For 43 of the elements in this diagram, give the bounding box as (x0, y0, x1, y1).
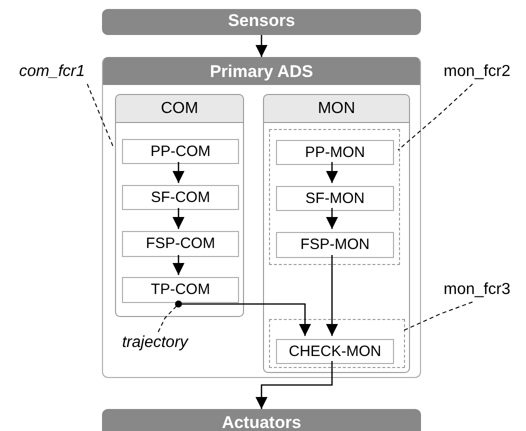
node-label: SF-MON (304, 189, 366, 209)
channel-panel (263, 94, 410, 373)
node-label: TP-COM (150, 280, 212, 300)
arrow (256, 361, 333, 409)
header-label: Primary ADS (208, 61, 314, 83)
annotation-label: mon_fcr2 (442, 62, 512, 82)
dashed-group (269, 129, 400, 265)
node-label: FSP-MON (299, 235, 371, 255)
channel-panel (115, 94, 244, 317)
header-label: MON (316, 99, 356, 119)
process-box (122, 231, 239, 257)
arrow (172, 208, 184, 229)
annotation-label: mon_fcr3 (442, 280, 512, 300)
node-label: SF-COM (150, 188, 212, 208)
leader-line (398, 84, 473, 151)
arrow (256, 35, 268, 57)
leader-line (158, 300, 182, 332)
process-box (276, 140, 394, 165)
arrow (172, 255, 184, 275)
leader-line (402, 302, 473, 332)
node-label: Actuators (220, 412, 302, 431)
dashed-group (269, 319, 405, 368)
io-band (102, 9, 421, 35)
process-box (122, 185, 239, 210)
arrow (326, 255, 338, 336)
node-label: Sensors (226, 10, 296, 32)
process-box (276, 232, 394, 258)
node-label: PP-COM (150, 142, 212, 162)
process-box (276, 186, 394, 211)
node-label: FSP-COM (144, 234, 216, 254)
annotation-label: com_fcr1 (18, 62, 86, 82)
node-label: CHECK-MON (288, 342, 382, 362)
io-band (102, 409, 421, 431)
process-box (122, 277, 239, 303)
process-box (122, 139, 239, 164)
header-label: COM (160, 99, 200, 119)
annotation-label: trajectory (121, 333, 190, 353)
node-label: PP-MON (304, 143, 366, 163)
arrow (172, 162, 184, 183)
process-box (276, 339, 394, 364)
arrow (326, 208, 338, 229)
arrow (326, 162, 338, 183)
system-panel (102, 57, 421, 378)
